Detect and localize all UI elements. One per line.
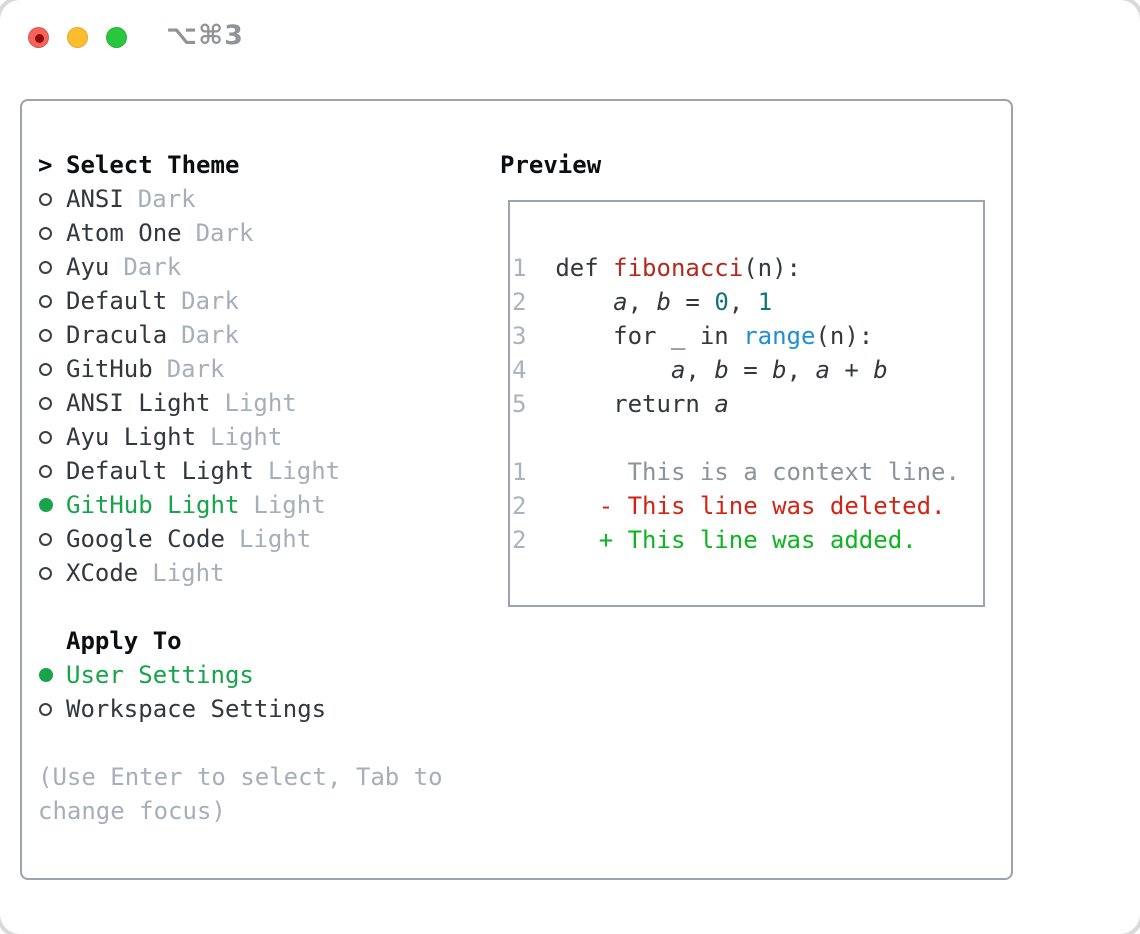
apply-to-title: Apply To (66, 627, 182, 655)
code-line: 4 a, b = b, a + b (512, 356, 888, 384)
theme-name: Dracula (66, 321, 168, 349)
theme-variant-badge: Light (267, 457, 341, 485)
theme-name: Default Light (66, 457, 254, 485)
theme-option-dracula[interactable]: Dracula Dark (38, 318, 340, 352)
code-line: 2 + This line was added. (512, 526, 917, 554)
theme-option-atom-one[interactable]: Atom One Dark (38, 216, 340, 250)
theme-name: Ayu (66, 253, 110, 281)
theme-variant-badge: Dark (181, 287, 239, 315)
radio-unselected-icon (39, 702, 52, 716)
theme-variant-badge: Light (152, 559, 225, 587)
line-number: 1 (512, 458, 556, 486)
theme-option-ansi-light[interactable]: ANSI Light Light (38, 386, 340, 420)
close-button[interactable] (28, 27, 49, 48)
theme-name: GitHub Light (66, 491, 240, 519)
theme-option-ayu[interactable]: Ayu Dark (38, 250, 340, 284)
line-number: 1 (512, 254, 556, 282)
close-dot-icon (35, 34, 44, 43)
code-line: 1 This is a context line. (512, 458, 960, 486)
titlebar: ⌥⌘3 (0, 0, 1140, 74)
radio-unselected-icon (39, 226, 52, 240)
preview-title: Preview (500, 151, 602, 179)
theme-option-github[interactable]: GitHub Dark (38, 352, 340, 386)
radio-unselected-icon (39, 328, 52, 342)
theme-variant-badge: Light (210, 423, 283, 451)
radio-unselected-icon (39, 396, 52, 410)
line-number: 2 (512, 526, 556, 554)
theme-variant-badge: Dark (137, 185, 196, 213)
theme-name: XCode (66, 559, 139, 587)
code-preview: 1 def fibonacci(n): 2 a, b = 0, 1 3 for _ … (510, 202, 983, 557)
theme-option-ansi[interactable]: ANSI Dark (38, 182, 340, 216)
radio-unselected-icon (39, 464, 52, 478)
radio-unselected-icon (39, 192, 52, 206)
preview-box: 1 def fibonacci(n): 2 a, b = 0, 1 3 for _ … (508, 200, 985, 607)
line-number: 4 (512, 356, 556, 384)
radio-unselected-icon (39, 294, 52, 308)
radio-unselected-icon (39, 260, 52, 274)
code-line: 3 for _ in range(n): (512, 322, 874, 350)
theme-variant-badge: Dark (181, 321, 239, 349)
theme-variant-badge: Dark (123, 253, 182, 281)
theme-variant-badge: Dark (166, 355, 225, 383)
radio-unselected-icon (39, 566, 52, 580)
radio-unselected-icon (39, 362, 52, 376)
theme-name: Ayu Light (66, 423, 197, 451)
line-number: 3 (512, 322, 556, 350)
theme-option-xcode[interactable]: XCode Light (38, 556, 340, 590)
theme-option-google-code[interactable]: Google Code Light (38, 522, 340, 556)
theme-name: Google Code (66, 525, 225, 553)
code-line: 2 a, b = 0, 1 (512, 288, 773, 316)
theme-variant-badge: Light (238, 525, 312, 553)
selection-caret-icon: > (38, 151, 53, 179)
theme-name: ANSI Light (66, 389, 211, 417)
radio-unselected-icon (39, 532, 52, 546)
minimize-button[interactable] (67, 27, 88, 48)
radio-selected-icon (39, 498, 53, 512)
apply-option-label: Workspace Settings (66, 695, 327, 723)
code-line: 5 return a (512, 390, 729, 418)
code-line: 1 def fibonacci(n): (512, 254, 801, 282)
radio-selected-icon (39, 668, 53, 682)
apply-option-workspace-settings[interactable]: Workspace Settings (38, 692, 326, 726)
theme-name: ANSI (66, 185, 124, 213)
theme-variant-badge: Dark (195, 219, 254, 247)
apply-option-label: User Settings (66, 661, 254, 689)
theme-name: Default (66, 287, 168, 315)
zoom-button[interactable] (106, 27, 127, 48)
apply-option-user-settings[interactable]: User Settings (38, 658, 326, 692)
theme-name: GitHub (66, 355, 153, 383)
window-shortcut-label: ⌥⌘3 (166, 20, 244, 51)
theme-option-default-light[interactable]: Default Light Light (38, 454, 340, 488)
apply-to-header-row: Apply To (38, 624, 326, 658)
theme-option-default[interactable]: Default Dark (38, 284, 340, 318)
theme-variant-badge: Light (253, 491, 326, 519)
theme-variant-badge: Light (224, 389, 297, 417)
line-number: 2 (512, 492, 556, 520)
theme-name: Atom One (66, 219, 182, 247)
radio-unselected-icon (39, 430, 52, 444)
theme-option-ayu-light[interactable]: Ayu Light Light (38, 420, 340, 454)
code-line (512, 421, 983, 455)
keyboard-hint: (Use Enter to select, Tab to change focu… (38, 763, 443, 825)
theme-list-header: > Select Theme (38, 148, 340, 182)
line-number: 5 (512, 390, 556, 418)
theme-option-github-light[interactable]: GitHub Light Light (38, 488, 340, 522)
theme-list-title: Select Theme (66, 151, 240, 179)
line-number: 2 (512, 288, 556, 316)
code-line: 2 - This line was deleted. (512, 492, 946, 520)
